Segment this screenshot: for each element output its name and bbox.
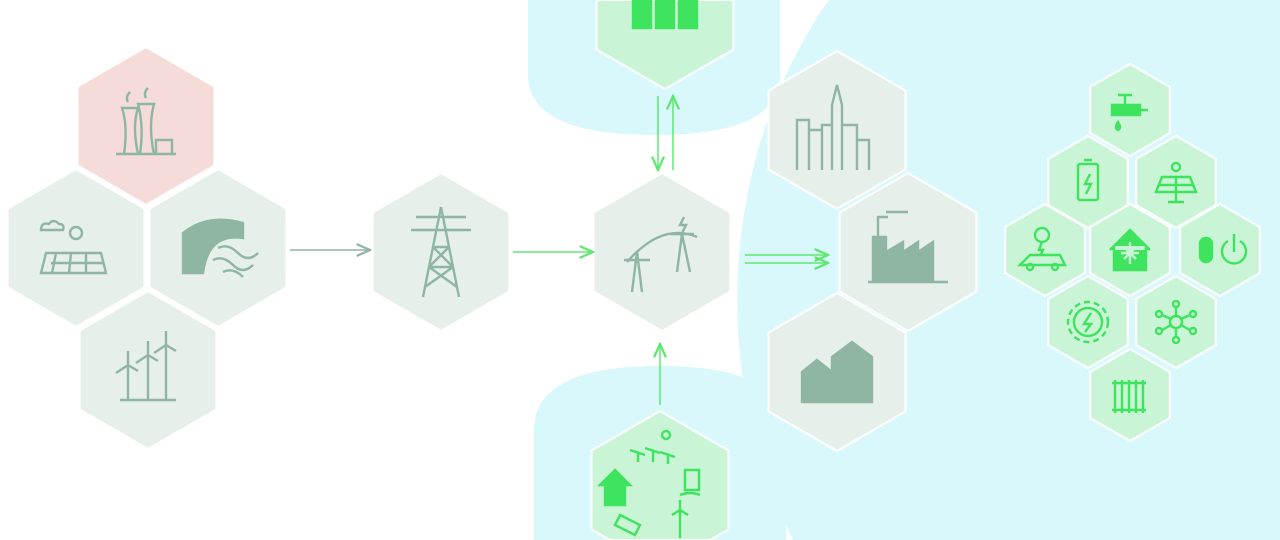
hex-storage [595,0,735,91]
hexagon [371,171,511,333]
hexagon [595,0,735,91]
hex-network [1135,274,1217,370]
hexagon [590,409,730,540]
hex-water [1089,62,1171,158]
hexagon [76,45,216,207]
hex-radiator [1089,347,1171,443]
solar-panel-icon [1154,161,1198,204]
smart-home-icon [1109,228,1151,272]
water-tap-icon [1110,93,1148,132]
hex-residential [767,291,907,453]
hexagon [6,167,146,329]
hexagon [1135,274,1217,370]
hexagon [767,49,907,211]
battery-storage-icon [631,0,699,30]
hexagon [1047,274,1129,370]
network-icon [1154,299,1198,345]
ev-charging-icon [1017,226,1067,272]
hex-ev [1004,202,1086,298]
radiator-icon [1112,380,1146,413]
hex-solar-panel [1135,134,1217,230]
wind-turbines-icon [115,331,177,402]
hex-power [1179,202,1261,298]
hexagon [1004,202,1086,298]
factory-icon [868,210,948,284]
hexagon [592,171,732,333]
hex-city [767,49,907,211]
hexagon [1047,134,1129,230]
hexagon [1179,202,1261,298]
hex-transmission [371,171,511,333]
distributed-renewables-icon [597,429,701,538]
hex-hydro [148,167,288,329]
hex-wind [78,289,218,451]
coal-power-plant-icon [116,87,176,156]
city-skyline-icon [795,84,871,170]
power-lines-icon [624,216,698,293]
power-button-icon [1198,234,1248,265]
hex-solar [6,167,146,329]
houses-icon [800,340,874,404]
hex-gear [1047,274,1129,370]
hex-battery [1047,134,1129,230]
hex-distributed-generation [590,409,730,540]
hex-coal-plant [76,45,216,207]
solar-weather-icon [39,219,108,275]
hex-distribution [592,171,732,333]
battery-icon [1076,158,1100,202]
hex-industry [838,171,978,333]
gear-bolt-icon [1066,300,1110,344]
hex-smart-home [1089,202,1171,298]
hydro-dam-icon [181,218,259,278]
transmission-tower-icon [411,206,471,298]
